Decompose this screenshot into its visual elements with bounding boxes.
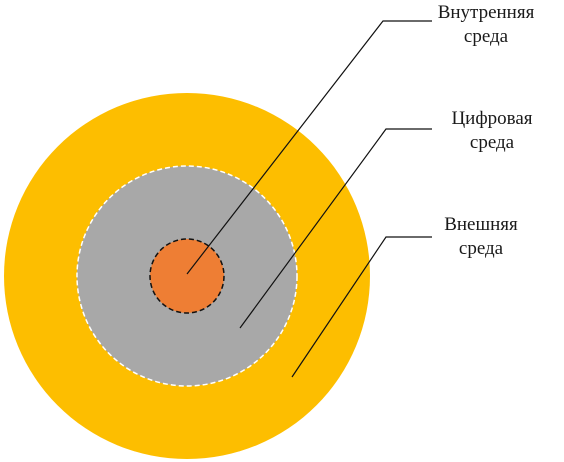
inner-environment-circle <box>149 238 225 314</box>
label-outer-line2: среда <box>459 238 504 259</box>
label-digital-line1: Цифровая <box>451 108 532 129</box>
label-inner-line2: среда <box>464 26 509 47</box>
leader-line-inner <box>186 20 432 275</box>
label-digital-line2: среда <box>470 132 515 153</box>
leader-line-digital <box>239 128 432 329</box>
leader-line-outer <box>291 236 432 378</box>
label-outer-line1: Внешняя <box>444 214 518 235</box>
label-inner-line1: Внутренняя <box>438 2 535 23</box>
